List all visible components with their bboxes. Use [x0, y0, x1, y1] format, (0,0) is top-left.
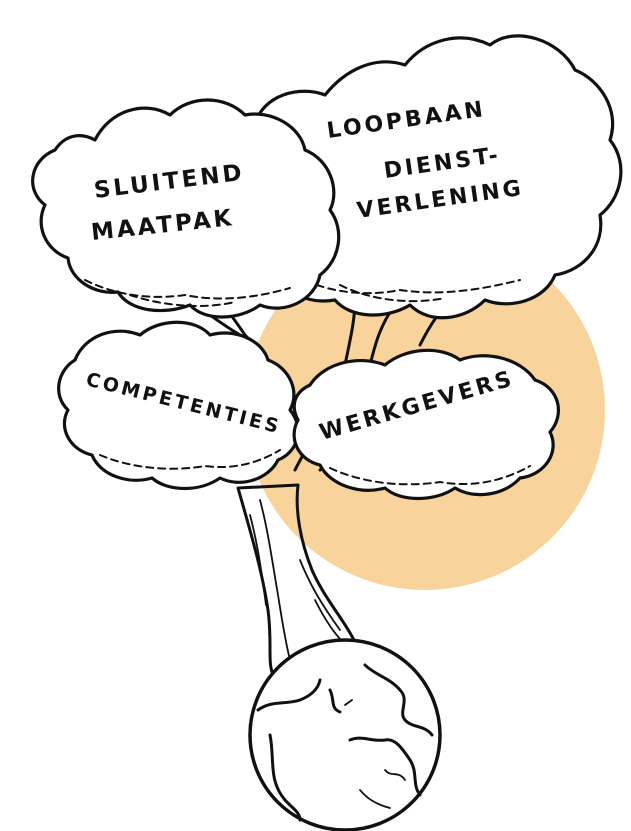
globe-icon [250, 640, 440, 830]
canopy-top-left [33, 100, 339, 317]
